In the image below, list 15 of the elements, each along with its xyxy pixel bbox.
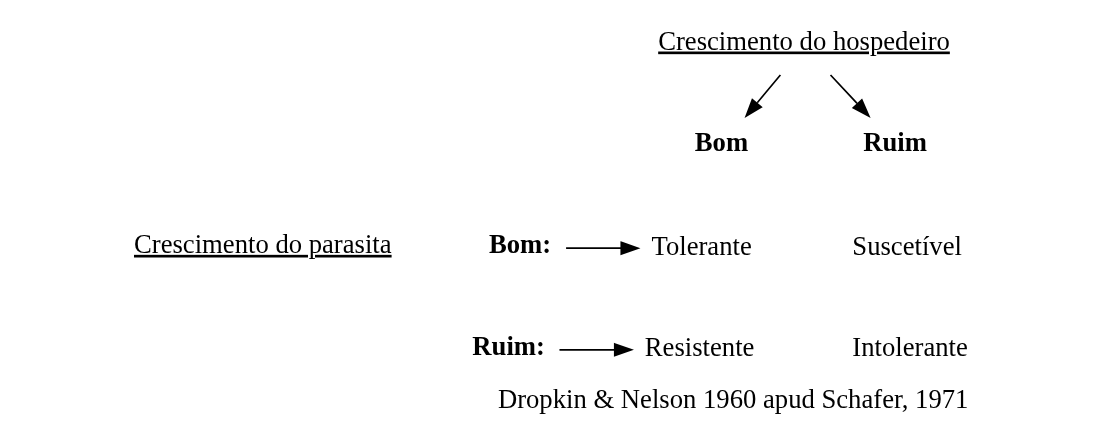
node-text: Ruim:	[471, 330, 545, 361]
node-text: Bom	[694, 127, 748, 158]
arrow	[558, 342, 634, 357]
node-text: Intolerante	[851, 332, 968, 363]
node-text: Suscetível	[851, 230, 962, 261]
node-text: Bom:	[488, 228, 551, 259]
arrow	[564, 241, 640, 256]
node-text: Resistente	[644, 332, 754, 363]
arrow	[744, 74, 781, 119]
node-text: Crescimento do hospedeiro	[657, 25, 950, 56]
node-text: Tolerante	[651, 230, 752, 261]
arrow	[829, 74, 871, 118]
node-text: Ruim	[862, 127, 927, 158]
caption: Dropkin & Nelson 1960 apud Schafer, 1971	[497, 383, 968, 414]
node-text: Crescimento do parasita	[133, 228, 392, 259]
